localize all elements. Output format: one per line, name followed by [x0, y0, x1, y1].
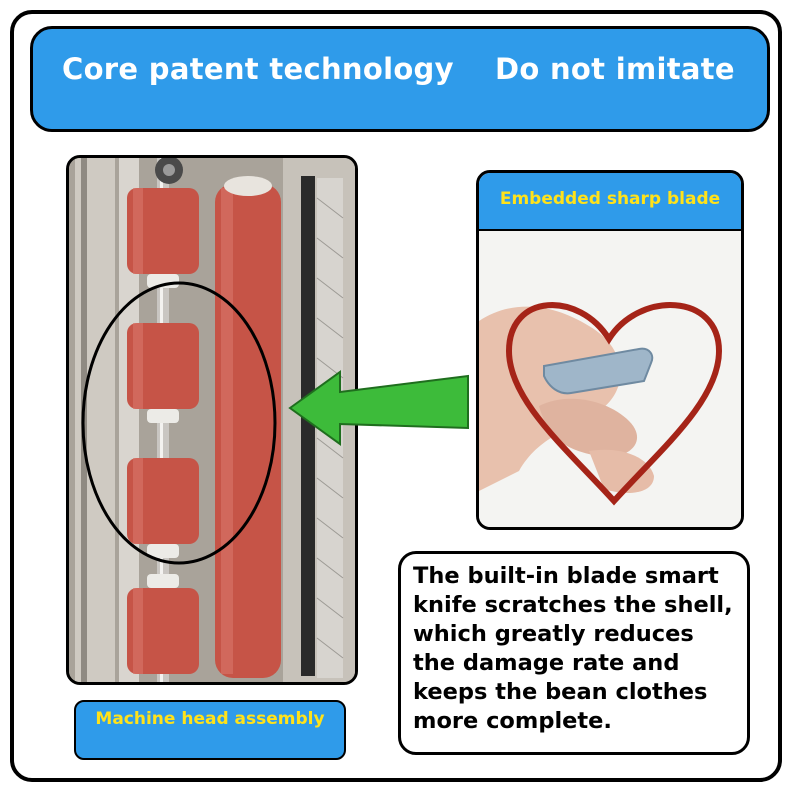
blade-panel: Embedded sharp blade [476, 170, 744, 530]
machine-caption: Machine head assembly [74, 700, 346, 760]
banner-left-text: Core patent technology [62, 52, 454, 86]
blade-title: Embedded sharp blade [479, 173, 741, 231]
banner-right-text: Do not imitate [495, 52, 735, 86]
header-banner [30, 26, 770, 132]
green-arrow-icon [288, 370, 469, 446]
heart-icon [505, 302, 723, 506]
blade-photo [479, 231, 741, 527]
description-text: The built-in blade smart knife scratches… [413, 563, 733, 734]
description-box: The built-in blade smart knife scratches… [398, 551, 750, 755]
